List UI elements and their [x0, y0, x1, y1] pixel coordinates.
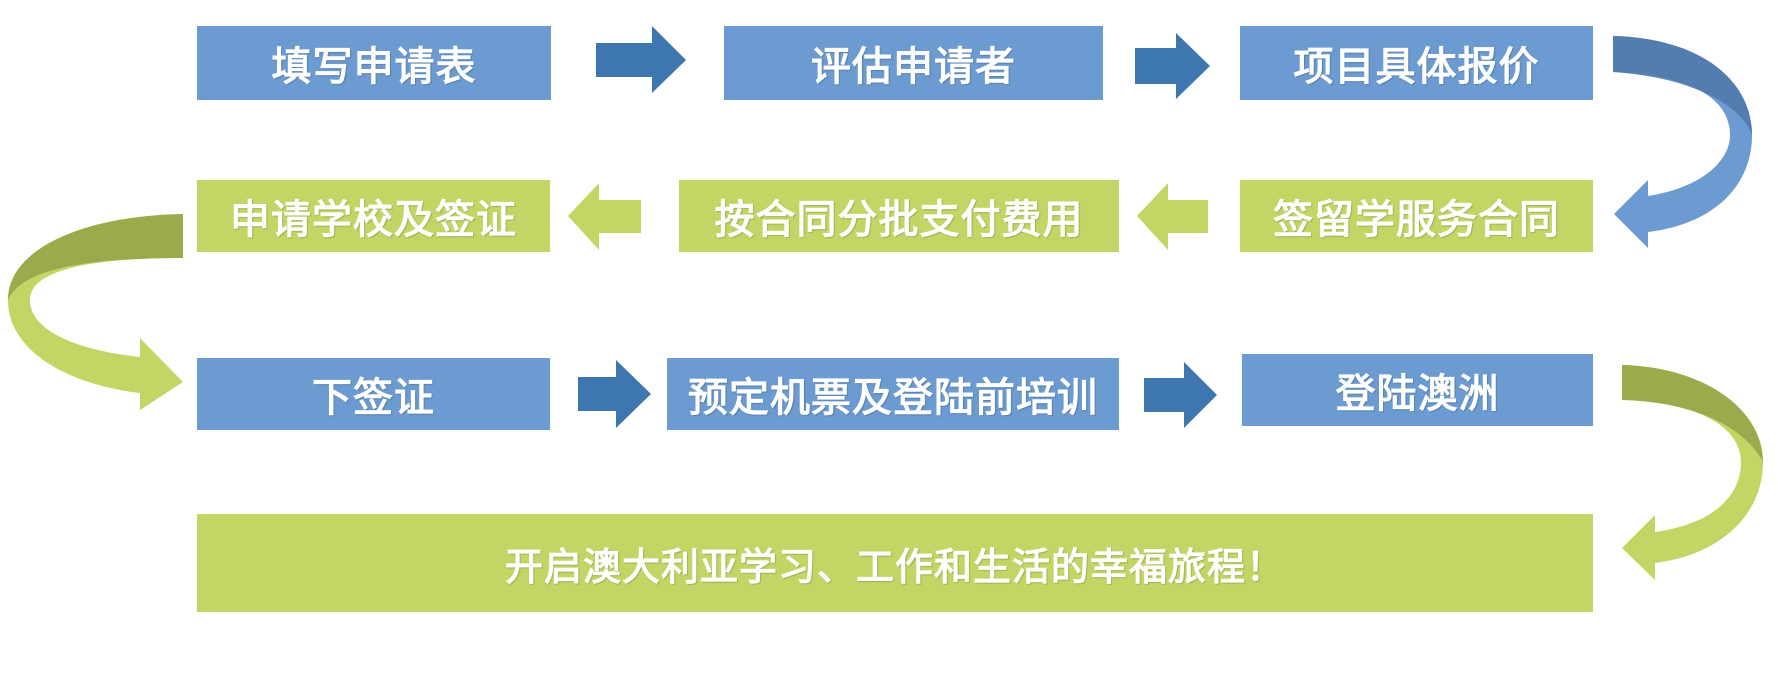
arrow-left-icon: [568, 183, 641, 250]
step-start-journey: 开启澳大利亚学习、工作和生活的幸福旅程！: [197, 514, 1593, 612]
step-sign-contract: 签留学服务合同: [1240, 180, 1593, 252]
arrow-right-icon: [578, 360, 651, 428]
curved-arrow-down-icon: [1622, 365, 1763, 580]
step-land-in-australia: 登陆澳洲: [1242, 354, 1593, 426]
curved-arrow-top-band: [1613, 36, 1752, 135]
curved-arrow-top-band: [8, 214, 183, 300]
step-assess-applicant: 评估申请者: [724, 26, 1103, 100]
step-apply-school-visa: 申请学校及签证: [197, 180, 550, 252]
curved-arrow-down-icon: [1613, 36, 1752, 248]
arrow-right-icon: [596, 26, 686, 93]
arrow-left-icon: [1137, 183, 1208, 250]
curved-arrow-down-icon: [8, 214, 183, 410]
step-visa-granted: 下签证: [197, 358, 550, 430]
curved-arrow-top-band: [1622, 365, 1763, 462]
arrow-right-icon: [1144, 362, 1217, 428]
step-pay-in-installments: 按合同分批支付费用: [679, 180, 1119, 252]
step-project-quote: 项目具体报价: [1240, 26, 1593, 100]
step-book-flight-training: 预定机票及登陆前培训: [667, 358, 1119, 430]
step-fill-application: 填写申请表: [197, 26, 551, 100]
arrow-right-icon: [1135, 33, 1210, 99]
